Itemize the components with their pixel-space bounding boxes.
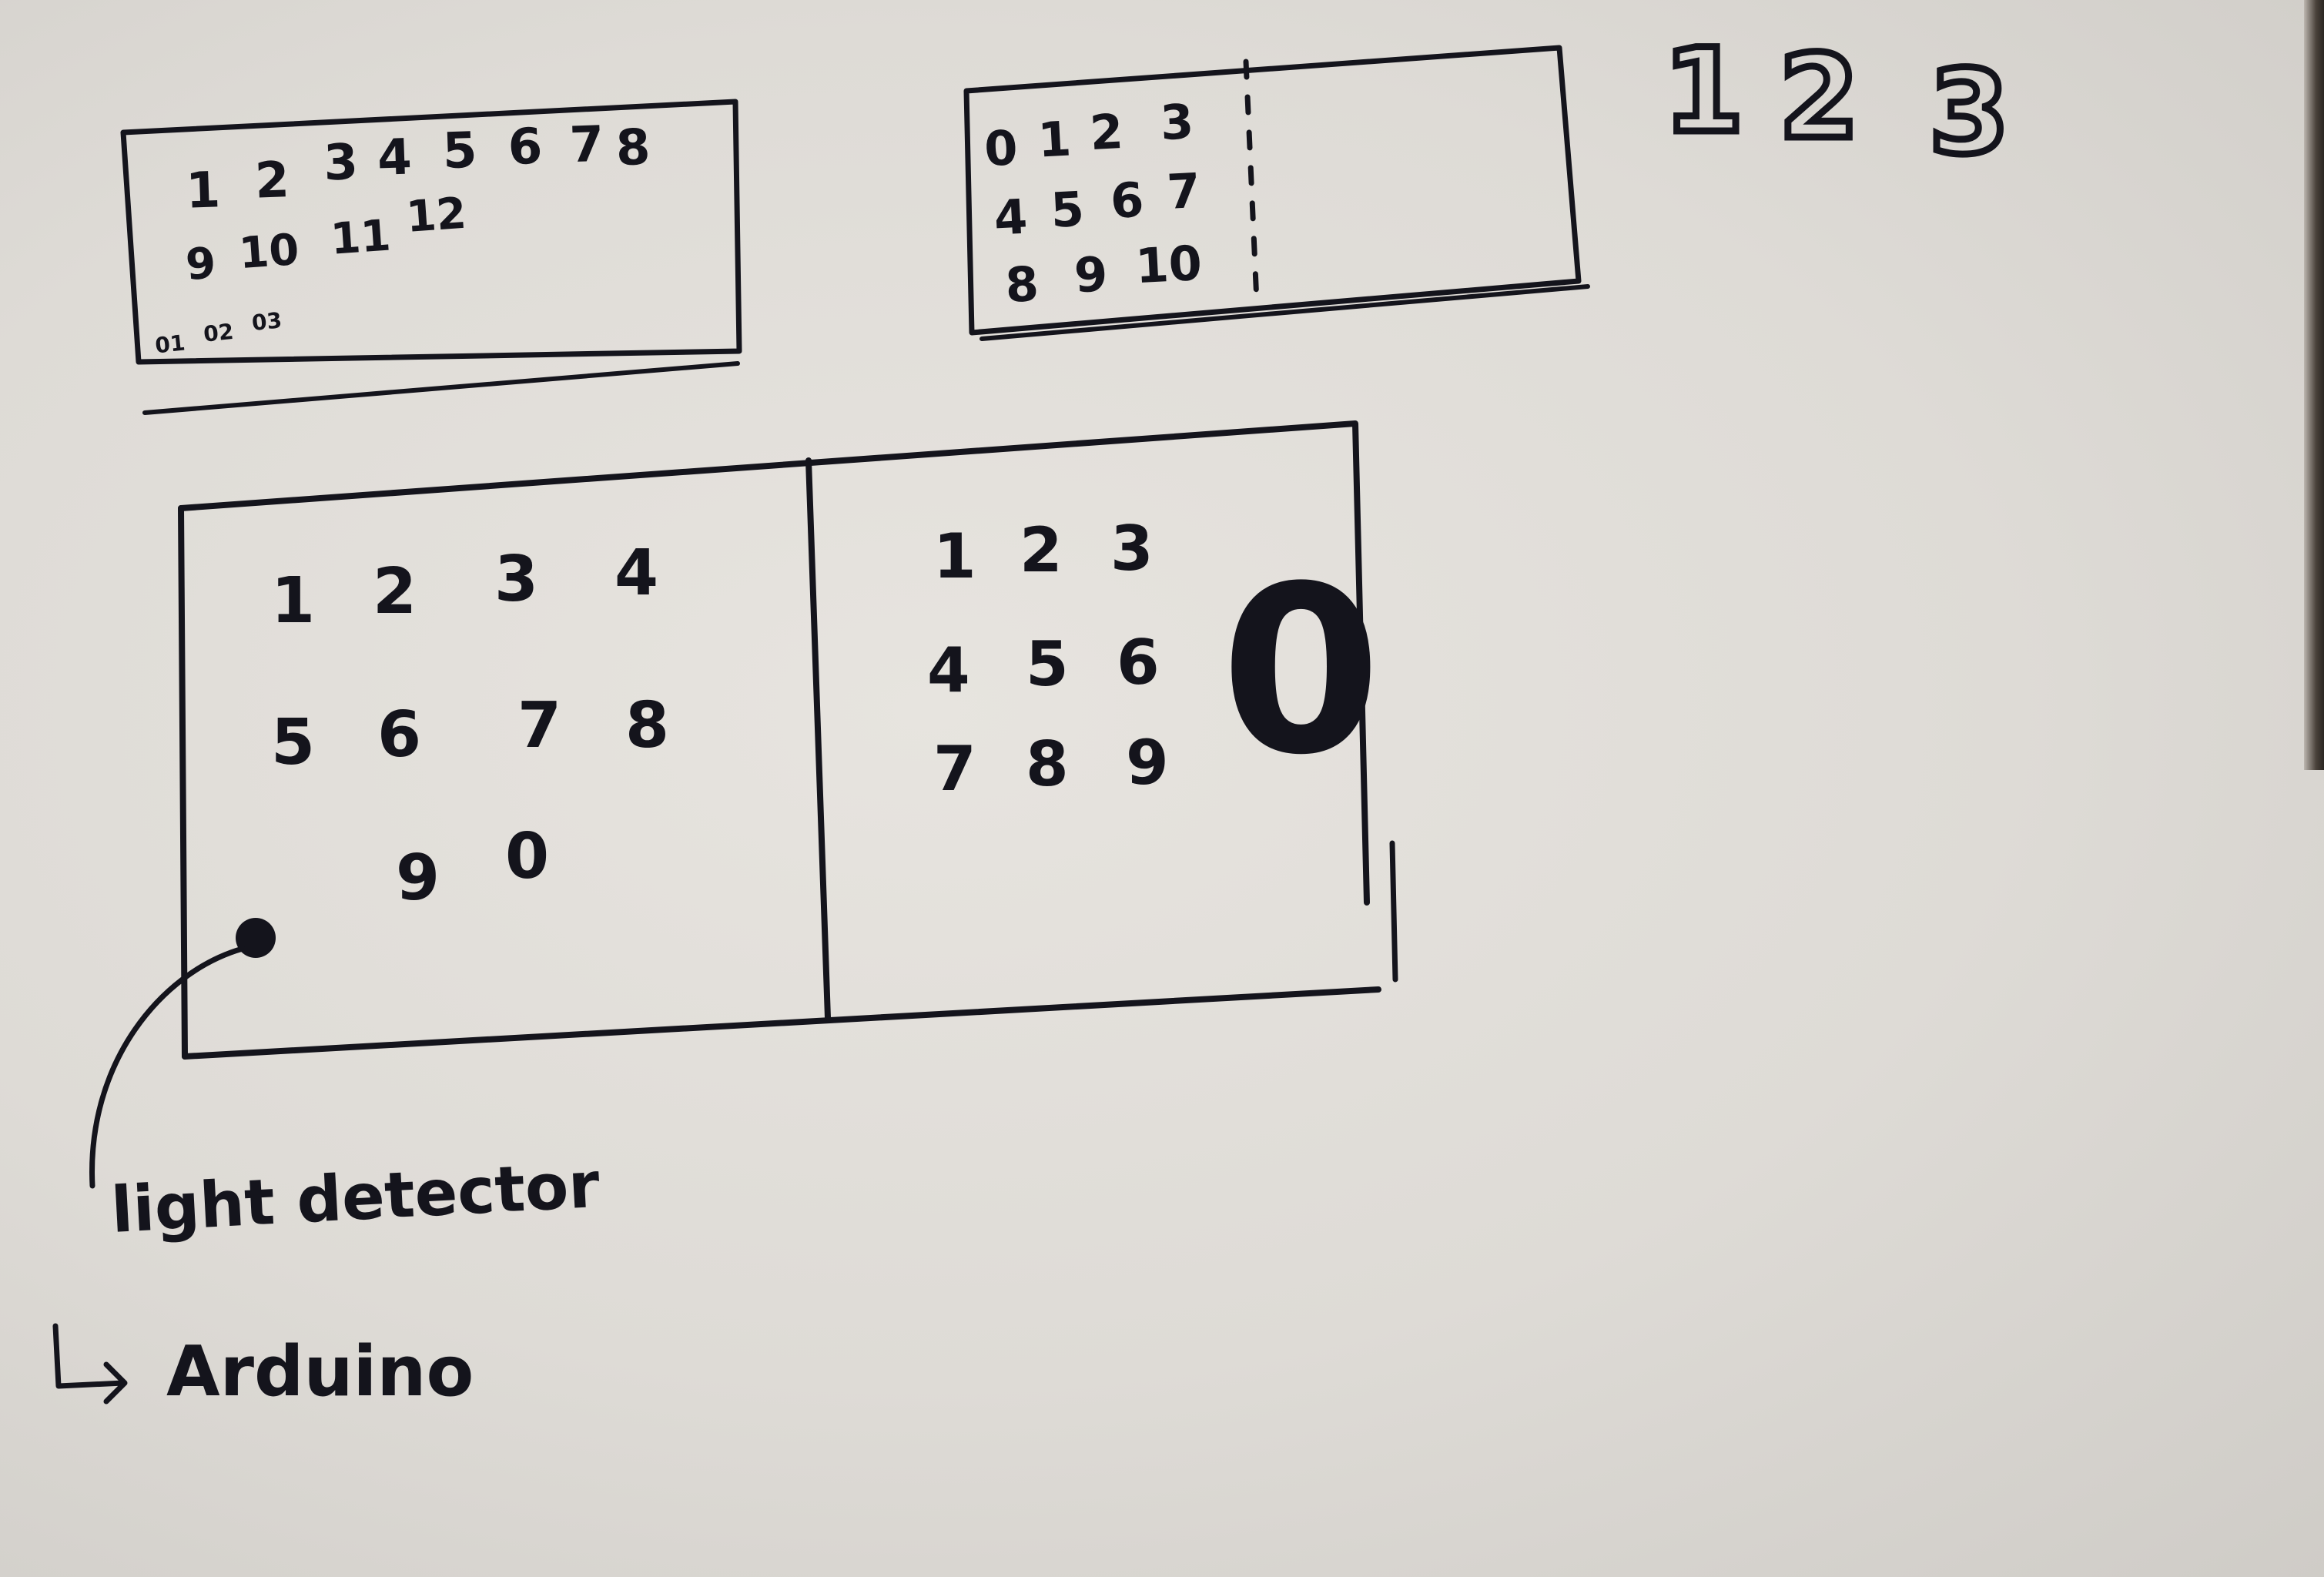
- outlined-digit: 1: [1663, 25, 1743, 159]
- outlined-digit: 3: [1929, 46, 2009, 180]
- key: 4: [927, 634, 970, 706]
- key: 9: [1126, 727, 1169, 799]
- digit: 6: [1109, 172, 1145, 229]
- device-divider: [805, 457, 831, 1021]
- light-detector-label: light detector: [109, 1149, 601, 1247]
- digit: 2: [1089, 103, 1125, 161]
- key: 4: [614, 537, 658, 610]
- sketch-c: 1 2 3 4 5 6 7 8 9 0 1 2 3 4 5 6 7 8 9 0: [178, 420, 1398, 1060]
- sketch-a: 1 2 3 4 5 6 7 8 9 10 11 12 01 02 03: [120, 99, 742, 415]
- digit: 02: [203, 319, 235, 347]
- key: 5: [1026, 628, 1069, 700]
- key: 2: [1020, 514, 1063, 586]
- sketch-b-shadow-line: [979, 284, 1590, 341]
- digit: 7: [568, 116, 604, 175]
- digit: 9: [1073, 246, 1109, 303]
- card-slot: 0: [1221, 537, 1381, 805]
- key: 8: [1026, 728, 1069, 800]
- key: 0: [505, 820, 549, 893]
- key: 6: [377, 698, 421, 772]
- device-frame: [178, 420, 1370, 906]
- digit: 10: [1134, 235, 1204, 294]
- digit: 7: [1166, 162, 1202, 220]
- annotations: light detector Arduino: [52, 946, 601, 1412]
- digit: 1: [185, 162, 221, 220]
- digit: 12: [404, 189, 467, 243]
- digit: 3: [323, 134, 359, 193]
- digit: 03: [250, 307, 283, 336]
- table-edge: [2304, 0, 2324, 770]
- digit: 5: [442, 122, 478, 181]
- key: 1: [933, 521, 976, 592]
- sketch-b-rows: 0 1 2 3 4 5 6 7 8 9 10: [983, 93, 1204, 313]
- key: 1: [271, 564, 315, 638]
- right-keypad: 1 2 3 4 5 6 7 8 9: [927, 513, 1169, 805]
- digit: 8: [1004, 256, 1040, 313]
- digit: 2: [254, 152, 290, 210]
- sketch-a-underline: [142, 361, 740, 415]
- digit: 4: [377, 129, 413, 188]
- device-bottom-edge: [182, 986, 1381, 1060]
- arduino-label: Arduino: [166, 1331, 474, 1412]
- key: 5: [271, 706, 315, 779]
- light-detector-pointer: [89, 946, 246, 1189]
- sketch-b-divider: [1243, 59, 1260, 305]
- digit: 8: [615, 119, 651, 178]
- digit: 01: [154, 330, 186, 359]
- key: 7: [933, 733, 976, 805]
- outlined-digits: 1 2 3: [1660, 22, 2013, 184]
- digit: 11: [329, 211, 392, 265]
- digit: 0: [983, 119, 1019, 177]
- key: 3: [494, 543, 538, 616]
- digit: 9: [184, 238, 217, 290]
- light-detector-dot: [236, 918, 276, 958]
- digit: 3: [1159, 93, 1195, 151]
- sketch-a-row3: 01 02 03: [154, 307, 283, 359]
- left-keypad: 1 2 3 4 5 6 7 8 9 0: [271, 537, 669, 915]
- digit: 4: [993, 189, 1029, 246]
- sketch-b-frame: [963, 45, 1582, 336]
- digit: 10: [237, 225, 300, 279]
- sketch-a-row1: 1 2 3 4 5 6 7 8: [185, 116, 651, 220]
- key: 9: [396, 842, 440, 915]
- digit: 1: [1036, 110, 1073, 168]
- device-right-edge-mark: [1389, 840, 1398, 983]
- sketch-a-frame: [120, 99, 742, 365]
- arduino-arrow: [52, 1323, 128, 1405]
- digit: 6: [507, 119, 544, 177]
- sketch-a-row2: 9 10 11 12: [184, 189, 468, 290]
- key: 2: [373, 555, 417, 628]
- digit: 5: [1050, 181, 1086, 239]
- device-left-edge: [178, 505, 188, 1060]
- key: 3: [1110, 513, 1154, 584]
- key: 7: [517, 689, 561, 762]
- outlined-digit: 2: [1779, 31, 1859, 165]
- key: 6: [1117, 627, 1160, 698]
- key: 8: [625, 689, 669, 762]
- sketch-b: 0 1 2 3 4 5 6 7 8 9 10: [963, 45, 1590, 341]
